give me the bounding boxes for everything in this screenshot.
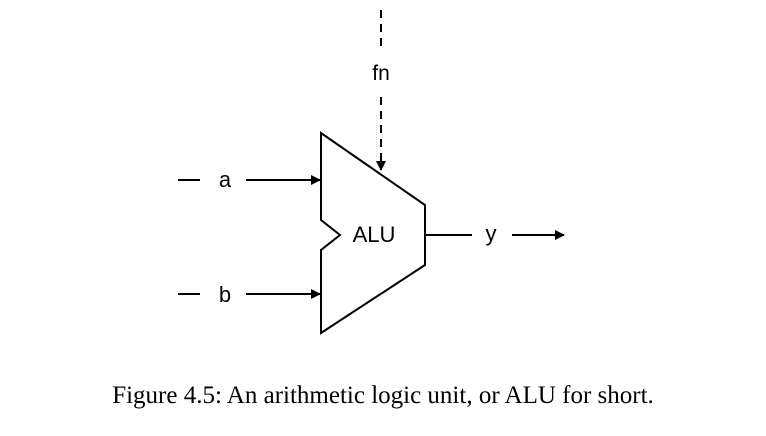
- control-fn-label: fn: [372, 62, 390, 85]
- alu-block-label: ALU: [353, 222, 396, 247]
- input-b-label: b: [219, 282, 231, 307]
- input-a-label: a: [219, 167, 232, 192]
- alu-block: [320, 131, 426, 335]
- output-y-label: y: [486, 221, 497, 246]
- alu-diagram: ALU a b fn y: [178, 10, 565, 335]
- figure-caption: Figure 4.5: An arithmetic logic unit, or…: [112, 382, 654, 409]
